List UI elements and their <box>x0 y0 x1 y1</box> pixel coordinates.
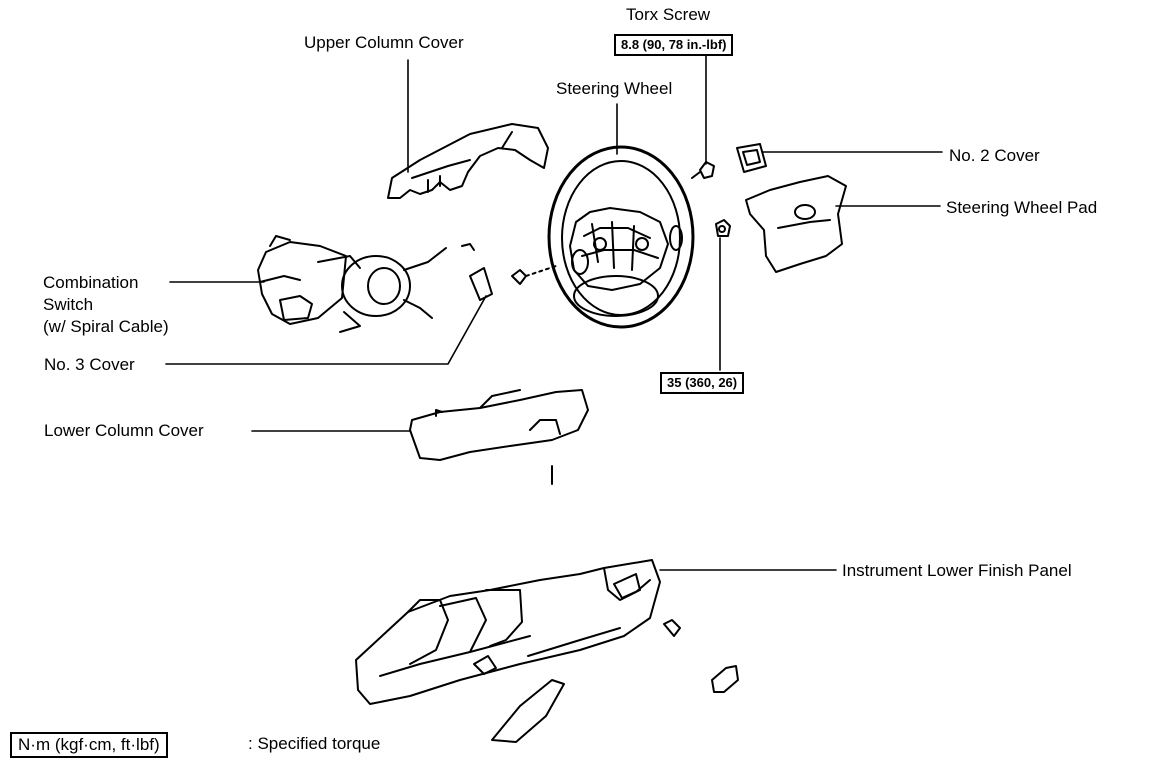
steering-wheel-pad-label: Steering Wheel Pad <box>946 198 1098 217</box>
no2-cover-part <box>736 143 767 173</box>
knee-panel-part <box>491 679 565 743</box>
no2-cover-label: No. 2 Cover <box>949 146 1040 165</box>
combination-switch-label-line3: (w/ Spiral Cable) <box>43 317 169 336</box>
torque-legend-description: : Specified torque <box>248 734 381 753</box>
steering-wheel-label: Steering Wheel <box>556 79 673 98</box>
steering-wheel-pad-part <box>745 175 847 273</box>
torx-screw-torque-box: 8.8 (90, 78 in.-lbf) <box>614 34 734 56</box>
upper-column-cover-label: Upper Column Cover <box>304 33 464 52</box>
lower-column-cover-label: Lower Column Cover <box>44 421 204 440</box>
steering-wheel-part <box>547 145 695 329</box>
instrument-lower-finish-panel-label: Instrument Lower Finish Panel <box>842 561 1072 580</box>
nut-part <box>715 219 731 237</box>
torque-unit-legend-box: N·m (kgf·cm, ft·lbf) <box>10 732 168 758</box>
no3-cover-part <box>469 267 493 301</box>
small-panel-clip-part <box>711 665 739 693</box>
nut-torque-box: 35 (360, 26) <box>660 372 745 394</box>
combination-switch-label-line2: Switch <box>43 295 94 314</box>
torx-screw-part <box>691 161 715 179</box>
hub-screw-part <box>511 265 557 285</box>
combination-switch-part <box>257 235 475 333</box>
leader-lines <box>165 54 943 571</box>
combination-switch-label: Combination Switch (w/ Spiral Cable) <box>43 272 169 338</box>
lower-column-cover-part <box>409 389 589 485</box>
torx-screw-label: Torx Screw <box>626 5 711 24</box>
no3-cover-label: No. 3 Cover <box>44 355 135 374</box>
instrument-lower-finish-panel-part <box>355 559 681 705</box>
combination-switch-label-line1: Combination <box>43 273 139 292</box>
upper-column-cover-part <box>387 123 549 199</box>
